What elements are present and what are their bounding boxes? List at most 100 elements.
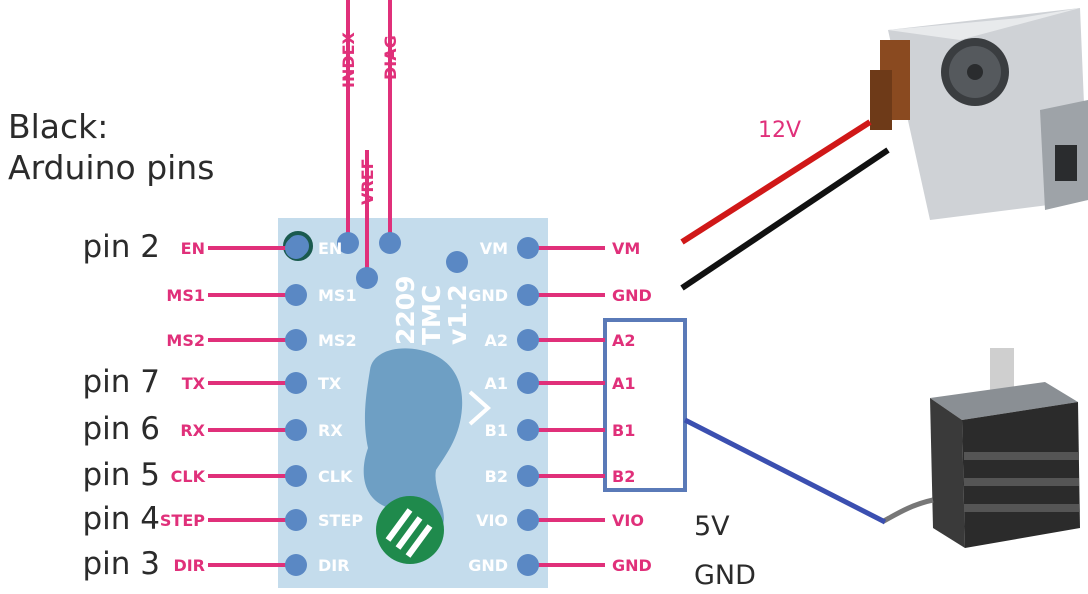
right-wire-label: VIO xyxy=(612,511,644,530)
power-supply-image xyxy=(870,8,1088,220)
left-pad xyxy=(285,554,307,576)
chip-name-line-2: 2209 xyxy=(391,275,420,345)
vio-5v-label: 5V xyxy=(694,511,730,542)
vref-pad xyxy=(356,267,378,289)
right-pad xyxy=(517,465,539,487)
coil-bracket-icon xyxy=(468,390,492,426)
right-wire-label: B1 xyxy=(612,421,635,440)
left-pad xyxy=(285,284,307,306)
top-pins: INDEX DIAG VREF xyxy=(283,0,468,289)
right-pad xyxy=(517,284,539,306)
arduino-pin-label: pin 3 xyxy=(82,546,160,582)
motor-connector-box xyxy=(603,318,687,492)
diag-label: DIAG xyxy=(381,35,400,80)
left-pin-row: pin 6 RX RX xyxy=(82,411,343,447)
left-board-pin-label: MS2 xyxy=(318,331,357,350)
left-wire-label: DIR xyxy=(173,556,205,575)
left-board-pin-label: TX xyxy=(318,374,342,393)
stepper-motor-image xyxy=(880,348,1080,548)
left-pin-row: MS2 MS2 xyxy=(166,329,357,351)
left-pad xyxy=(285,465,307,487)
right-pin-row: VIO VIO xyxy=(476,509,644,531)
psu-black-wire xyxy=(680,147,890,291)
left-pin-row: pin 3 DIR DIR xyxy=(82,546,349,582)
chip-name-line-1: TMC xyxy=(417,285,446,345)
left-board-pin-label: RX xyxy=(318,421,343,440)
right-wire-label: GND xyxy=(612,556,652,575)
right-pin-row: B2 B2 xyxy=(485,465,635,487)
right-board-pin-label: GND xyxy=(468,556,508,575)
left-pad xyxy=(285,237,307,259)
right-board-pin-label: A2 xyxy=(484,331,508,350)
left-pad xyxy=(285,329,307,351)
right-pin-row: GND GND xyxy=(468,554,652,576)
right-pad xyxy=(517,372,539,394)
left-wire-label: STEP xyxy=(160,511,205,530)
left-wire-label: TX xyxy=(182,374,206,393)
right-pin-row: A1 A1 xyxy=(484,372,636,394)
right-wire-label: A1 xyxy=(612,374,636,393)
arduino-pin-label: pin 7 xyxy=(82,364,160,400)
left-wire-label: MS2 xyxy=(166,331,205,350)
left-wire-label: CLK xyxy=(171,467,206,486)
chip-name-line-3: v1.2 xyxy=(443,284,472,345)
left-board-pin-label: EN xyxy=(318,239,342,258)
right-wire-label: A2 xyxy=(612,331,636,350)
chip-name: TMC 2209 v1.2 xyxy=(391,275,472,345)
right-board-pin-label: B2 xyxy=(485,467,508,486)
left-board-pin-label: MS1 xyxy=(318,286,357,305)
left-wire-label: RX xyxy=(180,421,205,440)
vref-label: VREF xyxy=(358,158,377,205)
psu-red-wire xyxy=(680,119,872,245)
left-board-pin-label: STEP xyxy=(318,511,363,530)
arduino-pin-label: pin 4 xyxy=(82,501,160,537)
arduino-pin-label: pin 5 xyxy=(82,457,160,493)
right-pin-row: GND GND xyxy=(468,284,652,306)
right-board-pin-label: B1 xyxy=(485,421,508,440)
right-pad xyxy=(517,237,539,259)
left-pad xyxy=(285,509,307,531)
legend-line-2: Arduino pins xyxy=(8,148,214,187)
left-board-pin-label: DIR xyxy=(318,556,350,575)
right-wire-label: B2 xyxy=(612,467,635,486)
right-pin-row: VM VM xyxy=(480,237,640,259)
gnd-label: GND xyxy=(694,560,756,589)
right-pad xyxy=(517,509,539,531)
psu-12v-label: 12V xyxy=(758,118,801,143)
left-board-pin-label: CLK xyxy=(318,467,353,486)
right-wire-label: VM xyxy=(612,239,640,258)
legend-line-1: Black: xyxy=(8,107,108,146)
right-pad xyxy=(517,329,539,351)
index-pad xyxy=(337,232,359,254)
right-pad xyxy=(517,419,539,441)
right-board-pin-label: VM xyxy=(480,239,508,258)
index-label: INDEX xyxy=(339,31,358,88)
left-pad xyxy=(285,419,307,441)
motor-cable xyxy=(683,417,887,525)
left-wire-label: EN xyxy=(181,239,205,258)
left-pin-row: pin 2 EN EN xyxy=(82,229,342,265)
right-board-pin-label: A1 xyxy=(484,374,508,393)
right-pad xyxy=(517,554,539,576)
left-pin-row: pin 5 CLK CLK xyxy=(82,457,352,493)
left-pin-row: pin 7 TX TX xyxy=(82,364,341,400)
arduino-pin-label: pin 2 xyxy=(82,229,160,265)
arduino-pin-label: pin 6 xyxy=(82,411,160,447)
left-pad xyxy=(285,372,307,394)
board-silkscreen-shape xyxy=(363,348,463,532)
diag-pad xyxy=(379,232,401,254)
right-board-pin-label: VIO xyxy=(476,511,508,530)
right-pin-row: A2 A2 xyxy=(484,329,636,351)
chip-logo xyxy=(376,496,444,564)
extra-pad xyxy=(446,251,468,273)
right-wire-label: GND xyxy=(612,286,652,305)
left-pin-row: MS1 MS1 xyxy=(166,284,357,306)
right-pin-row: B1 B1 xyxy=(485,419,635,441)
left-wire-label: MS1 xyxy=(166,286,205,305)
right-board-pin-label: GND xyxy=(468,286,508,305)
